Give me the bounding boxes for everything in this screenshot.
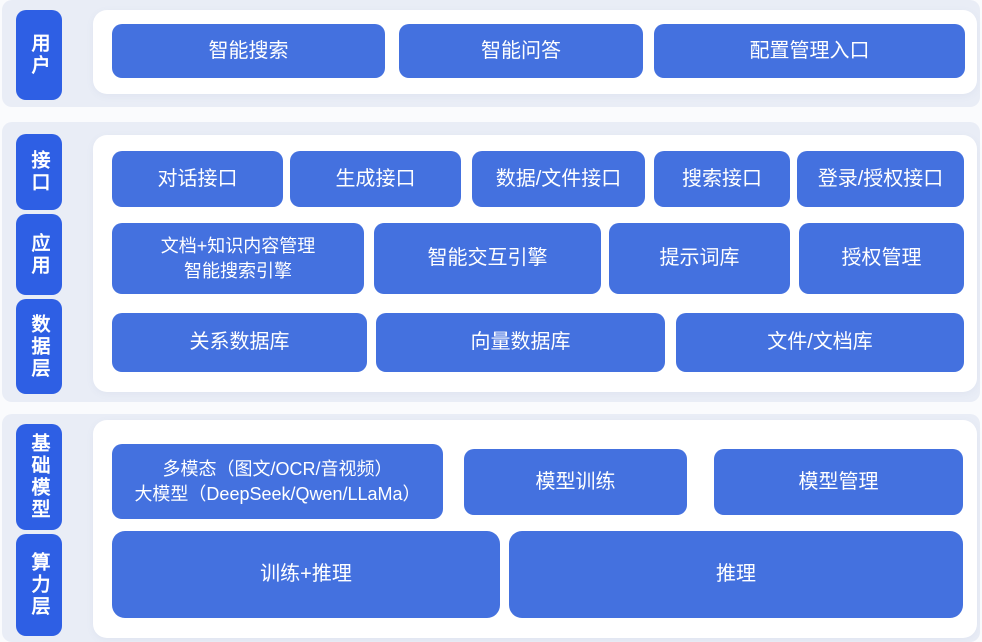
node-training-inference: 训练+推理 [112, 531, 500, 618]
node-model-management: 模型管理 [714, 449, 963, 515]
node-model-training: 模型训练 [464, 449, 687, 515]
layer-label-base-model: 基础模型 [16, 424, 62, 530]
node-line: 智能搜索引擎 [184, 260, 292, 281]
node-auth-management: 授权管理 [799, 223, 964, 294]
node-smart-search: 智能搜索 [112, 24, 385, 78]
node-relational-db: 关系数据库 [112, 313, 367, 372]
node-line: 文档+知识内容管理 [160, 236, 316, 257]
node-line: 多模态（图文/OCR/音视频） [162, 459, 393, 480]
node-file-doc-store: 文件/文档库 [676, 313, 964, 372]
layer-label-user: 用户 [16, 10, 62, 100]
node-login-auth-api: 登录/授权接口 [797, 151, 964, 207]
node-smart-interaction-engine: 智能交互引擎 [374, 223, 601, 294]
node-line: 大模型（DeepSeek/Qwen/LLaMa） [134, 483, 421, 504]
node-inference: 推理 [509, 531, 963, 618]
layer-label-interface: 接口 [16, 134, 62, 210]
node-search-api: 搜索接口 [654, 151, 790, 207]
node-smart-qa: 智能问答 [399, 24, 643, 78]
node-config-management-entry: 配置管理入口 [654, 24, 965, 78]
node-dialog-api: 对话接口 [112, 151, 283, 207]
layer-label-application: 应用 [16, 214, 62, 295]
layer-label-data: 数据层 [16, 299, 62, 394]
node-doc-knowledge-search-engine: 文档+知识内容管理 智能搜索引擎 [112, 223, 364, 294]
node-prompt-library: 提示词库 [609, 223, 790, 294]
node-multimodal-llm: 多模态（图文/OCR/音视频） 大模型（DeepSeek/Qwen/LLaMa） [112, 444, 443, 519]
node-data-file-api: 数据/文件接口 [472, 151, 645, 207]
node-generation-api: 生成接口 [290, 151, 461, 207]
node-vector-db: 向量数据库 [376, 313, 665, 372]
layer-label-compute: 算力层 [16, 534, 62, 636]
